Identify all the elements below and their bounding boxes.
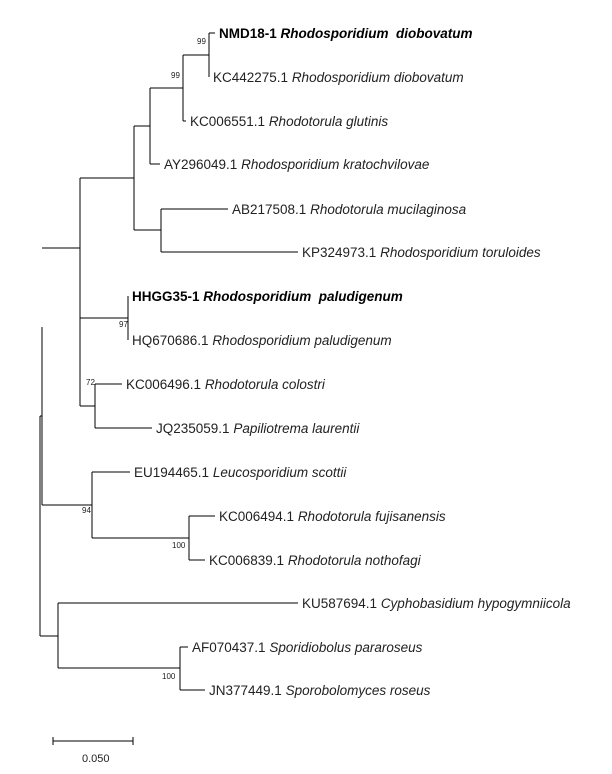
taxon-label: AY296049.1 Rhodosporidium kratochvilovae [164,157,429,172]
scale-bar-label: 0.050 [82,753,110,765]
taxon-accession: KU587694.1 [302,596,381,611]
bootstrap-value: 97 [119,320,128,329]
taxon-accession: JQ235059.1 [156,421,233,436]
taxon-accession: HQ670686.1 [132,333,212,348]
taxon-accession: AB217508.1 [232,202,310,217]
taxon-label: KP324973.1 Rhodosporidium toruloides [302,245,541,260]
taxon-species: Rhodotorula fujisanensis [298,509,446,524]
taxon-accession: AY296049.1 [164,157,241,172]
taxon-species: Cyphobasidium hypogymniicola [381,596,571,611]
tree-branches [39,32,298,691]
bootstrap-value: 99 [171,71,180,80]
taxon-label: KC006839.1 Rhodotorula nothofagi [209,553,422,568]
taxon-accession: KC006839.1 [209,553,288,568]
taxon-label: KC006551.1 Rhodotorula glutinis [190,114,388,129]
taxon-species: Rhodotorula glutinis [269,114,389,129]
taxon-species: Rhodotorula mucilaginosa [310,202,467,217]
bootstrap-value: 100 [162,672,176,681]
taxon-accession: HHGG35-1 [132,289,203,304]
taxon-label: KU587694.1 Cyphobasidium hypogymniicola [302,596,571,611]
taxon-accession: AF070437.1 [192,640,269,655]
taxon-accession: NMD18-1 [219,26,281,41]
taxon-species: Sporobolomyces roseus [286,683,431,698]
taxon-label: EU194465.1 Leucosporidium scottii [134,465,347,480]
taxon-species: Rhodosporidium diobovatum [281,26,473,41]
bootstrap-value: 99 [197,37,206,46]
taxon-label: HHGG35-1 Rhodosporidium paludigenum [132,289,403,304]
taxon-label: KC442275.1 Rhodosporidium diobovatum [213,70,464,85]
taxon-label: JQ235059.1 Papiliotrema laurentii [156,421,360,436]
taxon-species: Rhodosporidium kratochvilovae [241,157,429,172]
taxon-label: NMD18-1 Rhodosporidium diobovatum [219,26,473,41]
taxon-accession: KP324973.1 [302,245,380,260]
taxon-species: Sporidiobolus pararoseus [269,640,422,655]
taxon-species: Rhodotorula nothofagi [288,553,422,568]
taxon-species: Rhodosporidium paludigenum [212,333,391,348]
bootstrap-value: 100 [172,541,186,550]
taxon-labels: NMD18-1 Rhodosporidium diobovatumKC44227… [126,26,571,698]
taxon-accession: KC006494.1 [219,509,298,524]
taxon-label: KC006494.1 Rhodotorula fujisanensis [219,509,446,524]
taxon-label: AB217508.1 Rhodotorula mucilaginosa [232,202,467,217]
taxon-accession: JN377449.1 [209,683,286,698]
taxon-accession: EU194465.1 [134,465,213,480]
taxon-label: KC006496.1 Rhodotorula colostri [126,377,326,392]
taxon-label: AF070437.1 Sporidiobolus pararoseus [192,640,423,655]
taxon-species: Papiliotrema laurentii [233,421,360,436]
bootstrap-value: 94 [82,506,91,515]
taxon-species: Rhodosporidium toruloides [380,245,541,260]
bootstrap-value: 72 [86,378,95,387]
bootstrap-values: 99 99 97 72 94 100 100 [82,37,206,681]
taxon-species: Rhodosporidium diobovatum [292,70,464,85]
taxon-accession: KC442275.1 [213,70,292,85]
scale-bar: 0.050 [52,737,134,765]
taxon-species: Leucosporidium scottii [213,465,348,480]
taxon-label: HQ670686.1 Rhodosporidium paludigenum [132,333,392,348]
taxon-species: Rhodosporidium paludigenum [203,289,403,304]
taxon-accession: KC006551.1 [190,114,269,129]
taxon-accession: KC006496.1 [126,377,205,392]
taxon-species: Rhodotorula colostri [205,377,326,392]
taxon-label: JN377449.1 Sporobolomyces roseus [209,683,431,698]
